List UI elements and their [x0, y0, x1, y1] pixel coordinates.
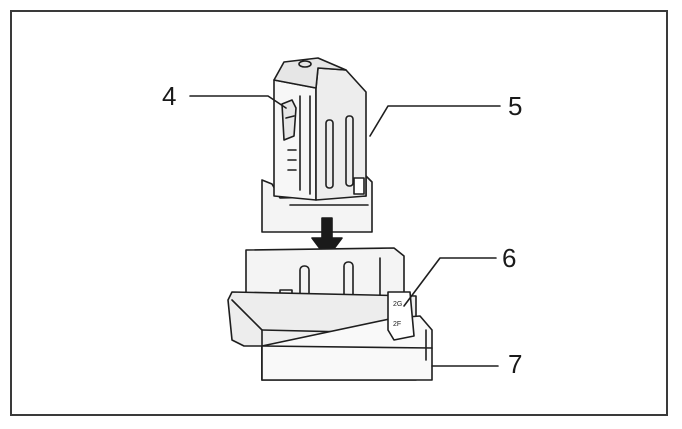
lower-connector: 2G 2F	[227, 247, 433, 381]
side-slot-1	[325, 119, 334, 189]
insert-direction-arrow	[311, 217, 343, 259]
upper-connector	[261, 57, 373, 233]
lower-lock-tab	[387, 291, 415, 341]
upper-tab	[353, 177, 365, 195]
housing-rim	[261, 345, 433, 349]
upper-top-boss	[298, 60, 312, 68]
leader-line-4	[189, 95, 287, 109]
leader-line-5	[369, 105, 501, 137]
front-hatch	[287, 149, 297, 171]
callout-5: 5	[508, 91, 523, 121]
callout-6: 6	[502, 243, 517, 273]
upper-connector-top	[273, 57, 347, 89]
lock-tab-marking-1: 2G	[393, 301, 402, 308]
upper-latch	[281, 99, 297, 141]
upper-latch-notch	[285, 115, 295, 119]
lock-tab-marking-2: 2F	[393, 321, 401, 328]
callout-4: 4	[162, 81, 177, 111]
side-slot-2	[345, 115, 354, 187]
leader-line-6	[403, 257, 497, 307]
callout-7: 7	[508, 349, 523, 379]
